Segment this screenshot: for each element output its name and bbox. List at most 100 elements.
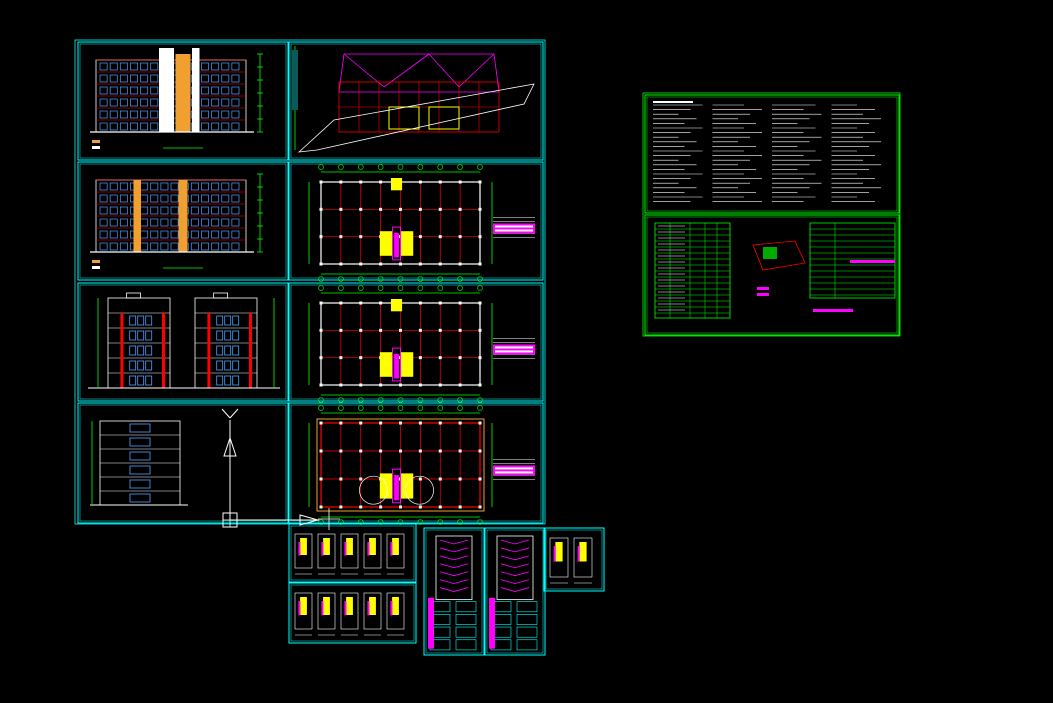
cad-rect: [224, 315, 232, 326]
cad-rect: [399, 449, 402, 453]
cad-rect: [438, 449, 442, 453]
cad-rect: [288, 582, 417, 644]
cad-rect: [201, 218, 209, 227]
cad-rect: [170, 182, 179, 191]
ucs-icon: Y: [221, 408, 320, 528]
cad-rect: [201, 230, 209, 239]
cad-rect: [92, 266, 100, 269]
cad-rect: [363, 533, 382, 569]
cad-rect: [119, 74, 128, 83]
cad-rect: [211, 242, 220, 251]
cad-rect: [129, 345, 137, 356]
cad-rect: [178, 180, 188, 252]
cad-rect: [221, 74, 230, 83]
cad-rect: [458, 421, 462, 425]
cad-rect: [224, 330, 232, 341]
cad-rect: [458, 477, 462, 481]
cad-rect: [418, 477, 422, 481]
cad-rect: [850, 260, 895, 263]
axis-bubble: [397, 276, 404, 282]
cad-rect: [379, 383, 383, 387]
cad-rect: [493, 223, 535, 234]
schedule-sheet[interactable]: [644, 214, 900, 336]
axis-bubble: [437, 405, 444, 411]
design-notes-sheet[interactable]: [644, 94, 900, 214]
cad-rect: [213, 292, 229, 299]
north-elevation-sheet[interactable]: [77, 161, 289, 281]
axis-bubble: [417, 164, 424, 170]
cad-rect: [654, 222, 731, 319]
cad-rect: [359, 180, 363, 184]
cad-rect: [129, 360, 137, 371]
stair-flight: [439, 547, 469, 553]
axis-bubble: [318, 276, 324, 282]
cad-rect: [119, 206, 128, 215]
cad-rect: [130, 74, 138, 83]
cad-rect: [646, 96, 898, 212]
cad-rect: [418, 262, 422, 266]
detail-sheet-a[interactable]: [288, 523, 417, 583]
cad-rect: [478, 505, 482, 509]
cad-rect: [418, 235, 422, 239]
cad-rect: [359, 301, 363, 305]
cad-rect: [216, 375, 224, 386]
cad-rect: [319, 356, 323, 360]
cad-rect: [170, 206, 179, 215]
cad-rect: [119, 122, 128, 131]
cad-rect: [99, 230, 108, 239]
stair-detail-sheet-a[interactable]: [423, 527, 485, 656]
cad-rect: [458, 301, 462, 305]
cad-rect: [369, 538, 376, 555]
cad-rect: [99, 122, 108, 131]
cad-rect: [129, 465, 151, 475]
cad-rect: [478, 207, 482, 211]
cad-rect: [231, 122, 240, 131]
cad-rect: [379, 328, 383, 332]
floor-plan-1-sheet[interactable]: [288, 161, 544, 282]
cad-rect: [319, 301, 323, 305]
site-plan-sheet[interactable]: [288, 41, 544, 161]
axis-bubble: [457, 519, 463, 525]
cad-rect: [458, 207, 462, 211]
cad-rect: [140, 62, 149, 71]
cad-rect: [221, 110, 230, 119]
cad-rect: [140, 122, 149, 131]
side-elevation-sheet[interactable]: [77, 402, 289, 524]
floor-plan-2-sheet[interactable]: [288, 282, 544, 403]
cad-rect: [359, 356, 363, 360]
stair-flight: [500, 539, 530, 545]
cad-rect: [211, 182, 220, 191]
detail-sheet-b[interactable]: [288, 582, 417, 644]
cad-rect: [321, 542, 324, 556]
south-elevation-sheet[interactable]: [77, 41, 289, 161]
cad-rect: [170, 242, 179, 251]
wall-section-sheet[interactable]: [543, 527, 605, 592]
cad-rect: [495, 350, 533, 353]
cad-line: [229, 408, 239, 419]
cad-rect: [418, 328, 422, 332]
floor-plan-3-sheet[interactable]: [288, 402, 544, 525]
cad-rect: [150, 62, 159, 71]
cad-rect: [140, 110, 149, 119]
cad-rect: [379, 180, 383, 184]
cad-rect: [130, 86, 138, 95]
cad-rect: [211, 62, 220, 71]
cad-rect: [300, 538, 307, 555]
cad-rect: [359, 505, 363, 509]
stair-flight: [500, 587, 530, 592]
cad-rect: [145, 345, 153, 356]
cad-rect: [458, 449, 462, 453]
cad-rect: [201, 182, 209, 191]
cad-rect: [170, 218, 179, 227]
section-sheet[interactable]: [77, 282, 289, 402]
cad-rect: [130, 98, 138, 107]
axis-bubble: [357, 164, 364, 170]
cad-rect: [170, 194, 179, 203]
cad-rect: [137, 345, 145, 356]
cad-rect: [216, 315, 224, 326]
cad-rect: [367, 542, 370, 556]
cad-rect: [140, 86, 149, 95]
cad-rect: [211, 206, 220, 215]
cad-rect: [145, 315, 153, 326]
